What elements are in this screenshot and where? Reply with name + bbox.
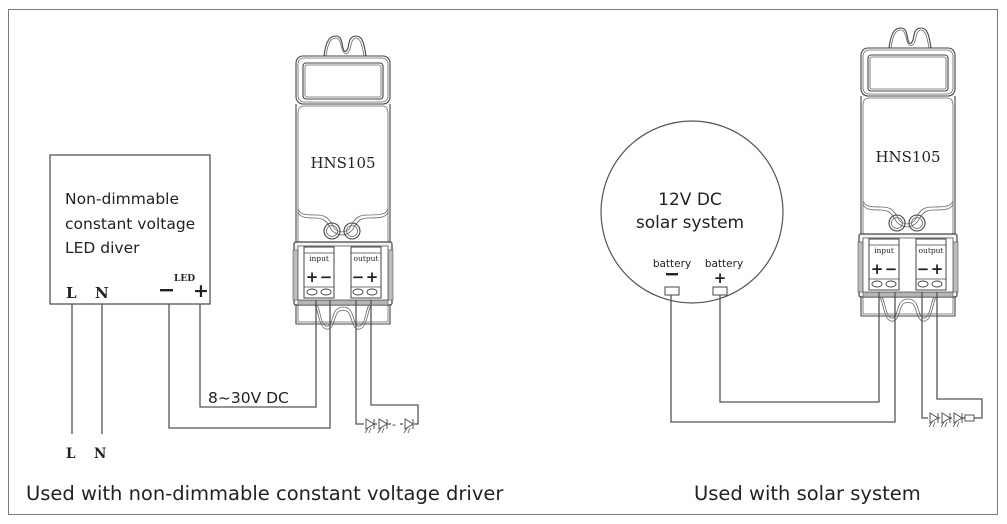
led-string-right <box>921 292 983 428</box>
output-plus-sign: + <box>366 268 379 286</box>
driver-plus-sign: + <box>193 280 209 302</box>
battery-neg-label: battery <box>653 258 691 270</box>
led-icon <box>364 418 375 434</box>
input-minus-sign: − <box>320 268 333 286</box>
driver-minus-wire <box>168 300 331 429</box>
battery-pos-wire <box>719 292 880 403</box>
right-panel: 12V DC solar system battery battery + HN… <box>600 27 983 505</box>
mains-N-label: N <box>94 446 106 462</box>
led-icon <box>403 418 414 434</box>
battery-pos-label: battery <box>705 258 743 270</box>
driver-terminal-L: L <box>66 284 77 302</box>
hns105-device-left: HNS105 input output + − − + <box>292 35 394 330</box>
left-caption: Used with non-dimmable constant voltage … <box>26 482 504 505</box>
input-plus-sign: + <box>871 260 884 278</box>
input-minus-sign: − <box>885 260 898 278</box>
led-driver-box: Non-dimmable constant voltage LED diver … <box>49 154 211 305</box>
device-output-label: output <box>353 254 378 263</box>
device-model-label: HNS105 <box>875 148 940 166</box>
battery-pos-sign: + <box>714 269 727 287</box>
diagram-frame <box>8 9 998 515</box>
battery-neg-terminal <box>664 286 680 296</box>
led-string-ellipsis: - <box>392 418 396 431</box>
left-panel: Non-dimmable constant voltage LED diver … <box>26 35 504 505</box>
driver-label-line-3: LED diver <box>65 239 140 257</box>
device-output-label: output <box>918 246 943 255</box>
input-plus-sign: + <box>306 268 319 286</box>
device-model-label: HNS105 <box>310 154 375 172</box>
driver-plus-wire <box>199 300 317 408</box>
driver-led-label: LED <box>174 274 195 284</box>
device-input-label: input <box>874 246 894 255</box>
solar-label-line-2: solar system <box>636 213 744 233</box>
output-plus-sign: + <box>931 260 944 278</box>
driver-terminal-N: N <box>95 284 109 302</box>
battery-neg-wire <box>670 292 896 423</box>
driver-label-line-2: constant voltage <box>65 215 195 233</box>
solar-label-line-1: 12V DC <box>658 190 722 210</box>
driver-label-line-1: Non-dimmable <box>65 190 179 208</box>
led-icon <box>928 412 939 428</box>
driver-minus-sign <box>160 289 173 292</box>
voltage-label: 8~30V DC <box>208 389 289 407</box>
led-icon <box>940 412 951 428</box>
output-minus-sign: − <box>917 260 930 278</box>
led-icon <box>377 418 388 434</box>
hns105-device-right: HNS105 input output + − − + <box>857 27 959 322</box>
led-icon <box>952 412 963 428</box>
resistor-icon <box>964 414 975 422</box>
solar-system: 12V DC solar system battery battery + <box>600 120 784 304</box>
led-string-left: - <box>355 300 419 434</box>
mains-L-label: L <box>66 446 76 462</box>
device-input-label: input <box>309 254 329 263</box>
output-minus-sign: − <box>352 268 365 286</box>
battery-pos-terminal <box>712 286 728 296</box>
battery-neg-sign <box>666 273 678 276</box>
right-caption: Used with solar system <box>694 482 921 505</box>
